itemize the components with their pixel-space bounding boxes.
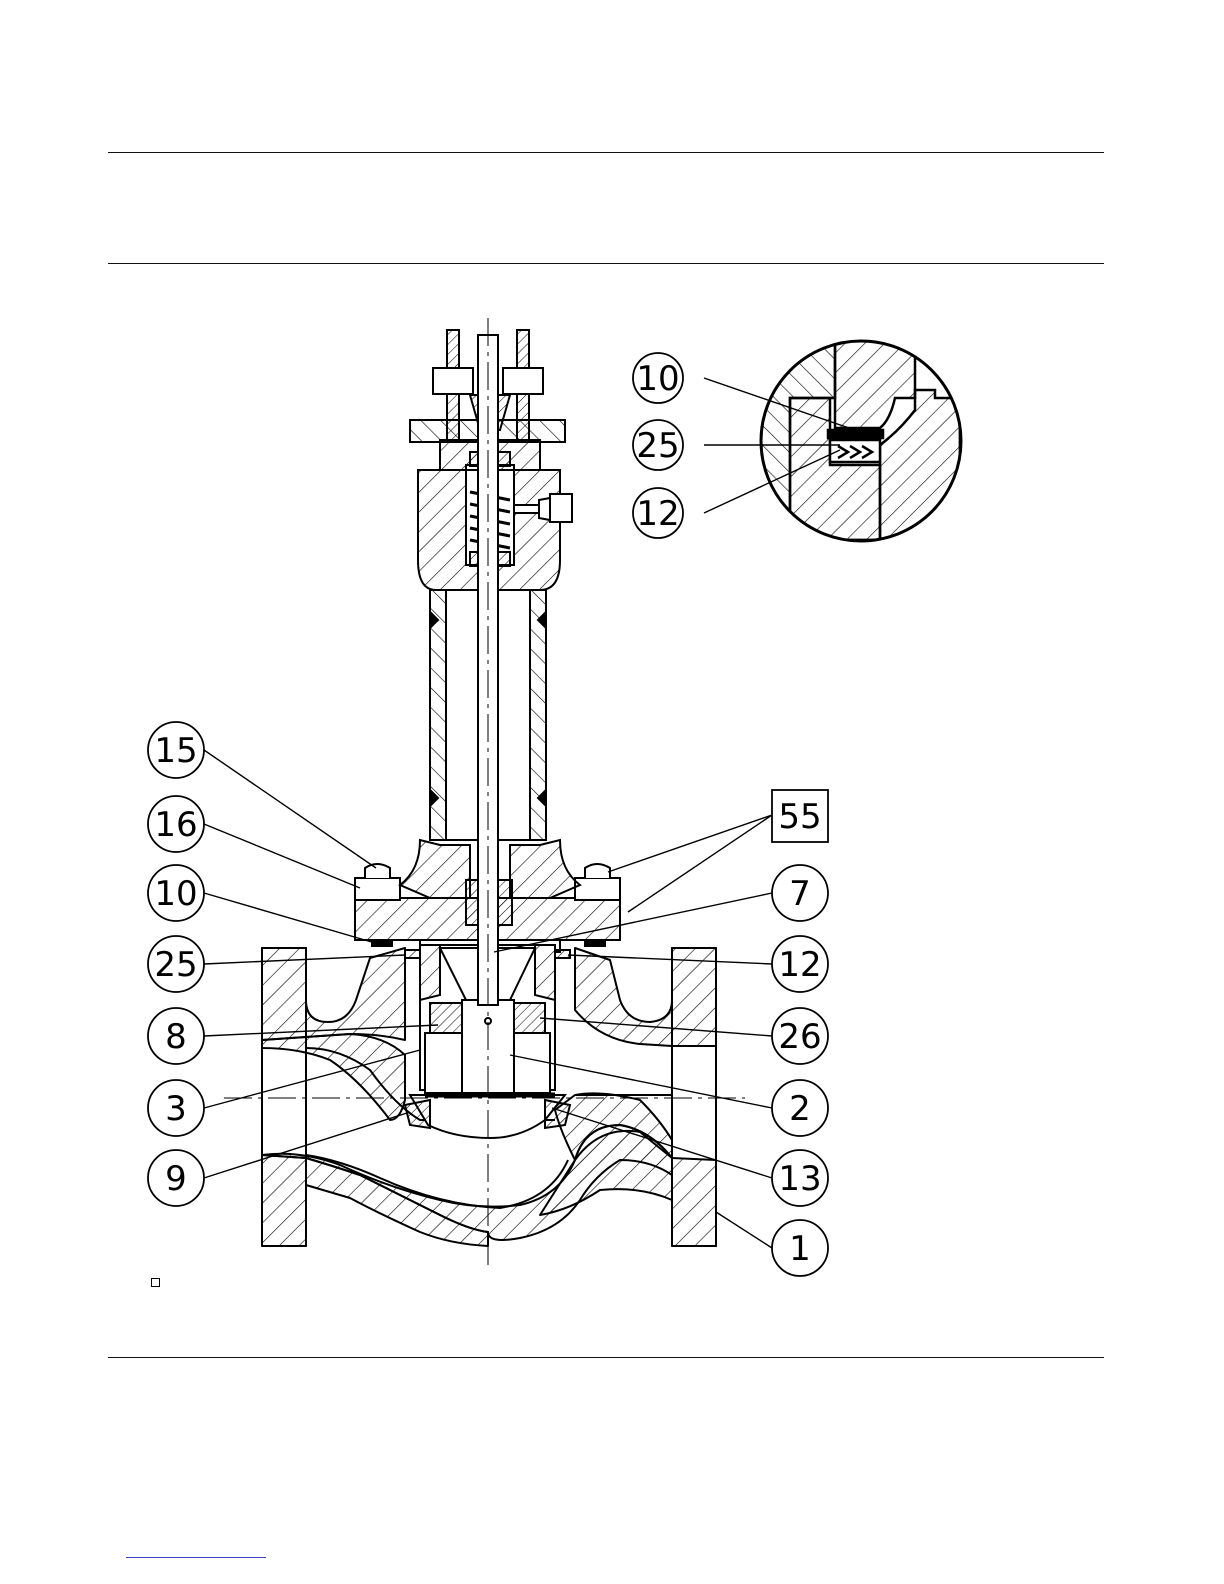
detail-callout-25: 25 [633, 420, 683, 470]
callout-label: 1 [789, 1229, 811, 1269]
callout-15: 15 [148, 722, 204, 778]
callout-25: 25 [148, 936, 204, 992]
callout-9: 9 [148, 1150, 204, 1206]
callout-55: 55 [772, 790, 828, 842]
callout-label: 26 [778, 1017, 821, 1057]
detail-callout-10: 10 [633, 353, 683, 403]
callout-label: 8 [165, 1017, 187, 1057]
callout-label: 55 [778, 797, 821, 837]
callout-label: 16 [154, 805, 197, 845]
callout-26: 26 [772, 1008, 828, 1064]
callout-10: 10 [148, 865, 204, 921]
callouts-left: 15 16 10 25 8 3 9 [148, 722, 204, 1206]
footer-link-underline[interactable] [126, 1557, 266, 1558]
callout-label: 10 [154, 874, 197, 914]
callout-label: 12 [636, 494, 679, 534]
callout-label: 15 [154, 731, 197, 771]
callout-label: 3 [165, 1089, 187, 1129]
callout-label: 2 [789, 1089, 811, 1129]
callout-3: 3 [148, 1080, 204, 1136]
callout-12: 12 [772, 936, 828, 992]
callout-16: 16 [148, 796, 204, 852]
callout-label: 12 [778, 945, 821, 985]
callout-7: 7 [772, 865, 828, 921]
callout-label: 25 [154, 945, 197, 985]
callout-label: 9 [165, 1159, 187, 1199]
callout-label: 25 [636, 426, 679, 466]
callout-label: 10 [636, 359, 679, 399]
callouts-detail: 10 25 12 [633, 353, 683, 538]
callout-label: 7 [789, 874, 811, 914]
detail-view [760, 340, 961, 541]
callout-label: 13 [778, 1159, 821, 1199]
callout-1: 1 [772, 1220, 828, 1276]
callout-2: 2 [772, 1080, 828, 1136]
callout-13: 13 [772, 1150, 828, 1206]
callouts-right: 55 7 12 26 2 13 1 [772, 790, 828, 1276]
note-checkbox-glyph [151, 1278, 160, 1287]
callout-8: 8 [148, 1008, 204, 1064]
detail-callout-12: 12 [633, 488, 683, 538]
